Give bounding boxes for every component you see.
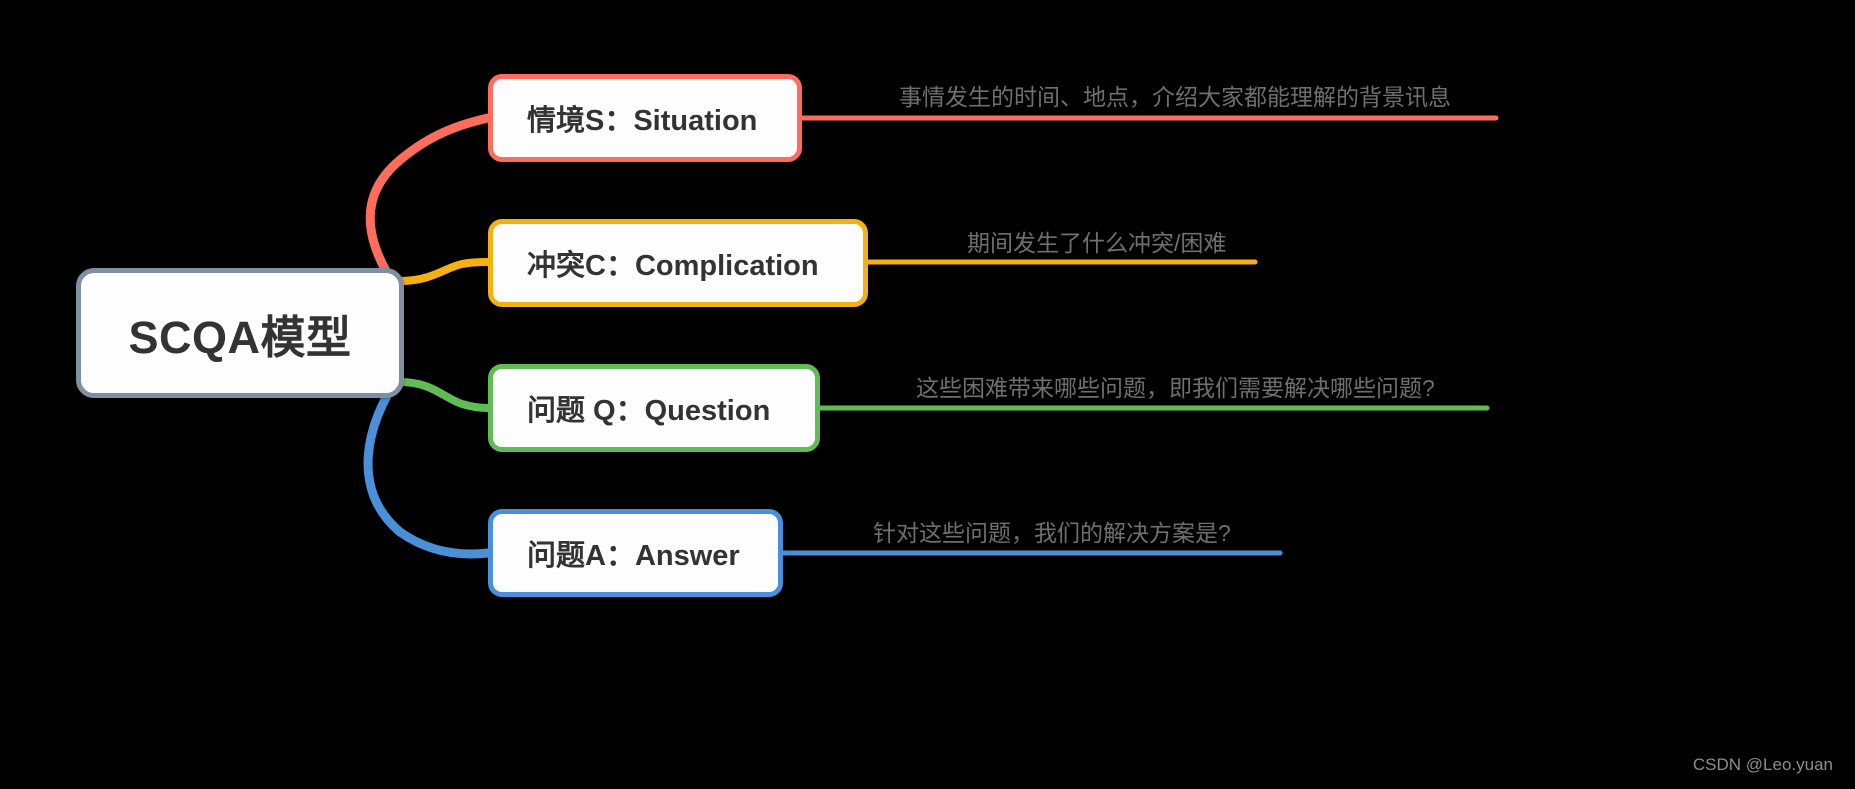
connector-curve-answer (363, 373, 493, 559)
connector-curve-complication (396, 258, 492, 285)
branch-node-question-label: 问题 Q：Question (527, 395, 771, 427)
branch-node-answer[interactable]: 问题A：Answer (488, 509, 783, 597)
root-node-label: SCQA模型 (128, 311, 352, 363)
caption-question: 这些困难带来哪些问题，即我们需要解决哪些问题? (916, 375, 1435, 401)
branch-node-complication-label: 冲突C：Complication (527, 250, 819, 282)
branch-node-situation-label: 情境S：Situation (527, 105, 758, 137)
caption-answer: 针对这些问题，我们的解决方案是? (873, 520, 1231, 546)
watermark: CSDN @Leo.yuan (1692, 755, 1833, 774)
branch-node-complication[interactable]: 冲突C：Complication (488, 219, 868, 307)
caption-complication: 期间发生了什么冲突/困难 (967, 230, 1227, 256)
branch-node-situation[interactable]: 情境S：Situation (488, 74, 802, 162)
connector-curve-situation (365, 113, 493, 295)
caption-situation: 事情发生的时间、地点，介绍大家都能理解的背景讯息 (899, 84, 1451, 110)
connector-curve-question (396, 378, 492, 412)
root-node[interactable]: SCQA模型 (76, 268, 404, 398)
branch-node-question[interactable]: 问题 Q：Question (488, 364, 820, 452)
branch-node-answer-label: 问题A：Answer (527, 540, 740, 572)
